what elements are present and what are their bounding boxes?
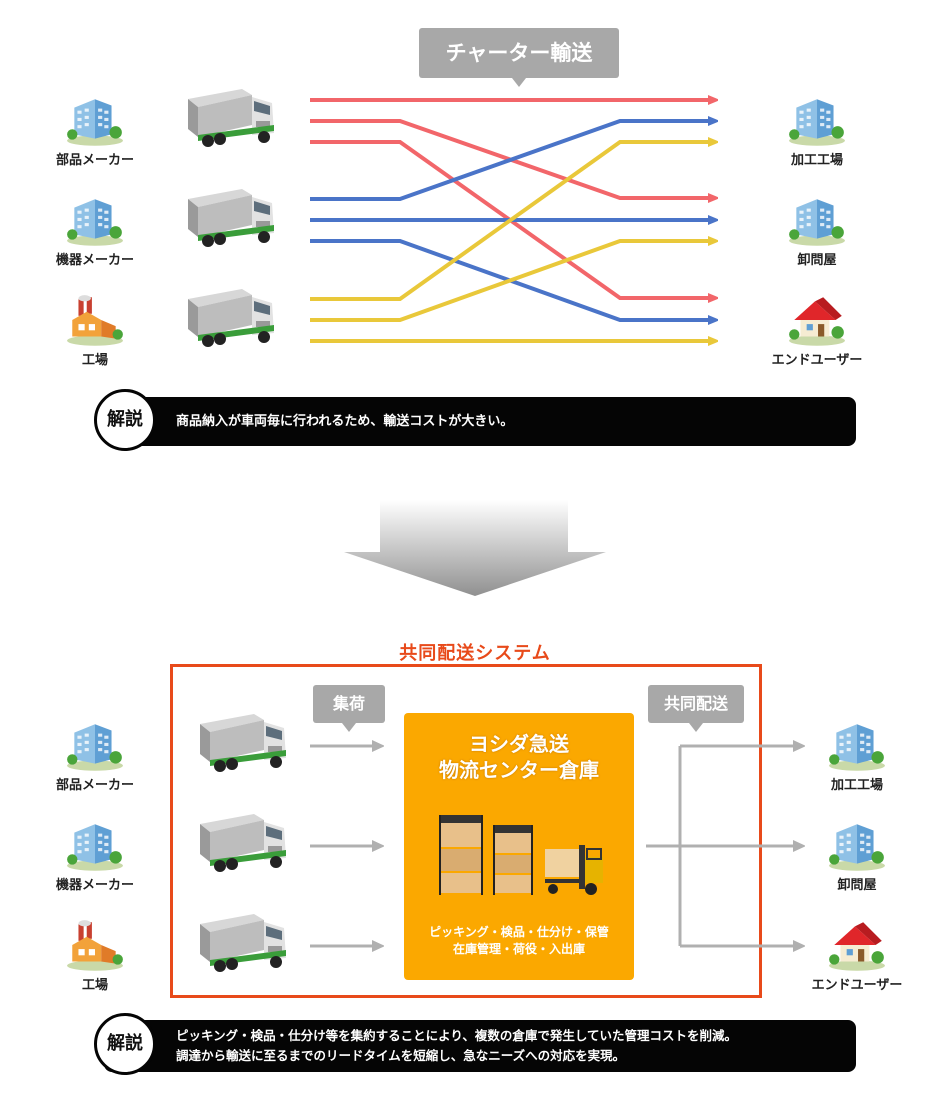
- route-yellow-1: [310, 142, 714, 301]
- explanation-badge: 解説: [94, 388, 156, 451]
- source-label: 部品メーカー: [55, 778, 134, 793]
- source-label: 機器メーカー: [55, 253, 134, 268]
- destination-label: エンドユーザー: [811, 978, 903, 993]
- destination-processing-plant: 加工工場: [762, 95, 872, 168]
- source-label: 工場: [81, 353, 108, 368]
- source-factory: 工場: [40, 295, 150, 368]
- center-services-line-2: 在庫管理・荷役・入出庫: [452, 942, 585, 956]
- destination-wholesaler: 卸問屋: [802, 820, 912, 893]
- source-equipment-maker: 機器メーカー: [40, 820, 150, 893]
- center-title-line-1: ヨシダ急送: [469, 732, 569, 756]
- source-label: 機器メーカー: [55, 878, 134, 893]
- charter-transport-label: チャーター輸送: [419, 28, 619, 87]
- explanation-text: 商品納入が車両毎に行われるため、輸送コストが大きい。: [176, 413, 514, 429]
- destination-processing-plant: 加工工場: [802, 720, 912, 793]
- explanation-badge: 解説: [94, 1013, 156, 1075]
- destination-label: エンドユーザー: [771, 353, 863, 368]
- collect-label: 集荷: [313, 685, 385, 732]
- house-icon: [786, 295, 848, 347]
- center-title-line-2: 物流センター倉庫: [439, 758, 599, 782]
- office-building-icon: [786, 195, 848, 247]
- destination-label: 加工工場: [790, 153, 843, 168]
- down-arrow-icon: [344, 500, 606, 596]
- charter-routes: [310, 0, 950, 400]
- explanation-text-line-1: ピッキング・検品・仕分け等を集約することにより、複数の倉庫で発生していた管理コス…: [176, 1028, 738, 1043]
- destination-end-user: エンドユーザー: [762, 295, 872, 368]
- destination-label: 卸問屋: [837, 878, 877, 893]
- logistics-center: ヨシダ急送 物流センター倉庫 ピッキング・検品・仕分け・保管 在庫管理・荷役: [404, 713, 634, 980]
- office-building-icon: [826, 720, 888, 772]
- explanation-text-line-2: 調達から輸送に至るまでのリードタイムを短縮し、急なニーズへの対応を実現。: [176, 1048, 626, 1063]
- source-label: 部品メーカー: [55, 153, 134, 168]
- joint-delivery-label: 共同配送: [648, 685, 744, 732]
- explanation-bottom: 解説 ピッキング・検品・仕分け等を集約することにより、複数の倉庫で発生していた管…: [94, 1013, 856, 1075]
- joint-delivery-routes: [310, 700, 950, 980]
- house-icon: [826, 920, 888, 972]
- destination-wholesaler: 卸問屋: [762, 195, 872, 268]
- destination-label: 加工工場: [830, 778, 883, 793]
- destination-end-user: エンドユーザー: [802, 920, 912, 993]
- source-factory: 工場: [40, 920, 150, 993]
- office-building-icon: [826, 820, 888, 872]
- destination-label: 卸問屋: [797, 253, 837, 268]
- source-parts-maker: 部品メーカー: [40, 720, 150, 793]
- route-blue-1: [310, 121, 714, 201]
- system-title: 共同配送システム: [399, 643, 551, 664]
- system-frame: [170, 664, 762, 998]
- source-parts-maker: 部品メーカー: [40, 95, 150, 168]
- source-equipment-maker: 機器メーカー: [40, 195, 150, 268]
- office-building-icon: [786, 95, 848, 147]
- explanation-top: 解説 商品納入が車両毎に行われるため、輸送コストが大きい。: [94, 388, 856, 451]
- warehouse-pallets-icon: [439, 815, 603, 895]
- source-label: 工場: [81, 978, 108, 993]
- center-services-line-1: ピッキング・検品・仕分け・保管: [429, 925, 609, 939]
- route-yellow-2: [310, 241, 714, 322]
